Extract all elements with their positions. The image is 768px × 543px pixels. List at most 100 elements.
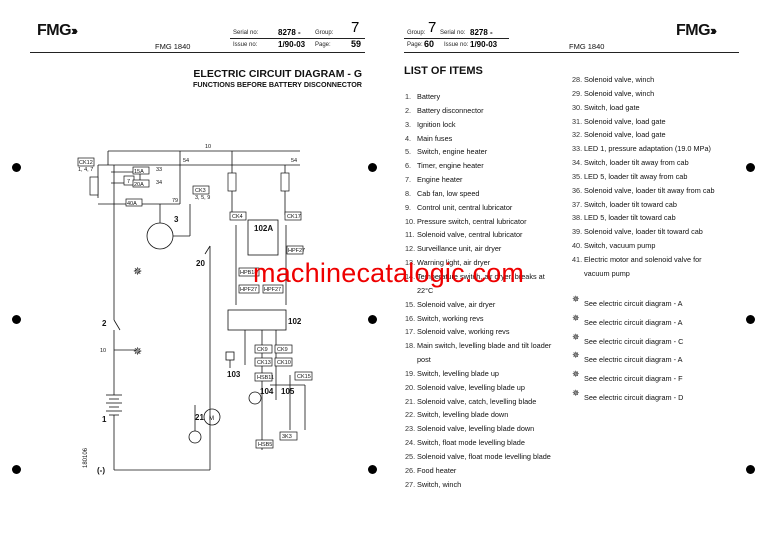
- group-label: Group:: [407, 30, 426, 36]
- connector-label: HSB5: [258, 442, 272, 448]
- binder-hole: [746, 465, 755, 474]
- binder-hole: [368, 465, 377, 474]
- connector-label: CK15: [297, 374, 311, 380]
- reference-text: See electric circuit diagram - A: [584, 317, 683, 327]
- reference-star-icon: ✵: [133, 346, 142, 358]
- item-number: 20.: [405, 382, 416, 392]
- page-number: 60: [424, 39, 435, 49]
- page-number: 59: [351, 39, 362, 49]
- reference-item: ✵ See electric circuit diagram - D: [572, 389, 757, 408]
- connector-label: CK10: [277, 360, 291, 366]
- item-text: Solenoid valve, central lubricator: [417, 230, 523, 240]
- reference-star-icon: ✵: [572, 331, 580, 342]
- item-number: 16.: [405, 313, 416, 323]
- item-number: 31.: [572, 116, 583, 126]
- list-item: 35.LED 5, loader tilt away from cab: [572, 170, 757, 184]
- item-text: LED 5, loader tilt away from cab: [584, 171, 688, 181]
- connector-label: CK17: [287, 214, 301, 220]
- circuit-diagram: ✵ ✵ CK12 1, 4, 7 CK3 3, 5, 9 CK4 CK17 HP…: [77, 144, 313, 475]
- item-text: Solenoid valve, loader tilt toward cab: [584, 227, 703, 237]
- item-text: Switch, levelling blade up: [417, 368, 499, 378]
- item-number: 40.: [572, 241, 583, 251]
- reference-text: See electric circuit diagram - D: [584, 392, 684, 402]
- item-number: 11.: [405, 230, 415, 240]
- list-title: LIST OF ITEMS: [404, 65, 483, 77]
- item-number: 27.: [405, 479, 416, 489]
- list-item: 13.Warning light, air dryer: [405, 256, 570, 270]
- reference-star-icon: ✵: [572, 350, 580, 361]
- list-item: 4.Main fuses: [405, 132, 570, 146]
- list-item: 14.Temperature switch, air dryer, breaks…: [405, 270, 570, 284]
- reference-star-icon: ✵: [572, 387, 580, 398]
- reference-item: ✵See electric circuit diagram - F: [572, 370, 757, 389]
- item-number: [572, 267, 584, 281]
- chevron-logo-icon: ›››: [71, 23, 78, 38]
- item-number: 38.: [572, 213, 583, 223]
- list-item: 27.Switch, winch: [405, 478, 570, 492]
- connector-label: CK3: [195, 188, 206, 194]
- component-20-label: 20: [196, 259, 205, 268]
- item-text: Solenoid valve, air dryer: [417, 299, 496, 309]
- list-item: 9.Control unit, central lubricator: [405, 201, 570, 215]
- reference-list: ✵See electric circuit diagram - A✵See el…: [572, 295, 757, 408]
- page-label: Page:: [407, 42, 423, 48]
- diagram-title: ELECTRIC CIRCUIT DIAGRAM - G: [193, 68, 362, 80]
- item-number: 41.: [572, 254, 583, 264]
- binder-hole: [746, 315, 755, 324]
- item-number: 7.: [405, 175, 412, 185]
- item-number: 37.: [572, 199, 583, 209]
- item-text: Solenoid valve, float mode levelling bla…: [417, 451, 551, 461]
- reference-item: ✵See electric circuit diagram - A: [572, 295, 757, 314]
- list-item: 7. Engine heater: [405, 173, 570, 187]
- connector-pins: 1, 4, 7: [78, 167, 93, 173]
- list-item: 28.Solenoid valve, winch: [572, 73, 757, 87]
- item-text: Solenoid valve, winch: [584, 88, 655, 98]
- item-number: 13.: [405, 258, 416, 268]
- serial-value: 8278 -: [470, 28, 493, 37]
- item-number: 3.: [405, 119, 412, 129]
- item-text: Ignition lock: [417, 119, 456, 129]
- item-text: Timer, engine heater: [417, 161, 484, 171]
- item-number: 39.: [572, 227, 583, 237]
- list-item: 12.Surveillance unit, air dryer: [405, 242, 570, 256]
- item-number: 25.: [405, 451, 416, 461]
- connector-label: HPF27: [264, 287, 281, 293]
- list-item: 5.Switch, engine heater: [405, 145, 570, 159]
- wire-number: 79: [172, 198, 178, 204]
- motor-symbol: M: [209, 416, 214, 422]
- item-number: 28.: [572, 75, 583, 84]
- list-item: 38.LED 5, loader tilt toward cab: [572, 211, 757, 225]
- item-text: Main switch, levelling blade and tilt lo…: [417, 341, 552, 351]
- list-item: 24.Switch, float mode levelling blade: [405, 436, 570, 450]
- list-item: 15.Solenoid valve, air dryer: [405, 298, 570, 312]
- item-text: Switch, load gate: [584, 102, 640, 112]
- item-text: Engine heater: [417, 175, 463, 185]
- fuse-label: 20A: [134, 182, 144, 188]
- item-text: 22°C: [417, 285, 434, 295]
- binder-hole: [12, 163, 21, 172]
- header-rule: [404, 52, 739, 53]
- list-item: 32.Solenoid valve, load gate: [572, 128, 757, 142]
- item-text: Solenoid valve, catch, levelling blade: [417, 396, 537, 406]
- component-1-label: 1: [102, 415, 107, 424]
- item-text: Temperature switch, air dryer, breaks at: [417, 271, 545, 281]
- model-name: FMG 1840: [155, 42, 191, 51]
- item-number: 33.: [572, 144, 583, 154]
- list-item: post: [405, 353, 570, 367]
- item-text: Switch, loader tilt toward cab: [584, 199, 677, 209]
- item-text: Battery: [417, 92, 441, 101]
- item-text: Cab fan, low speed: [417, 188, 480, 198]
- fmg-logo: FMG›››: [37, 22, 78, 39]
- wire-number: 10: [100, 348, 106, 354]
- list-item: 2.Battery disconnector: [405, 104, 570, 118]
- connector-label: 3K3: [282, 434, 292, 440]
- item-number: 9.: [405, 202, 412, 212]
- fuse-label: 15A: [134, 169, 144, 175]
- item-text: Switch, working revs: [417, 313, 484, 323]
- item-number: 35.: [572, 171, 583, 181]
- item-number: 2.: [405, 105, 412, 115]
- item-text: Switch, engine heater: [417, 147, 488, 157]
- item-text: post: [417, 355, 431, 365]
- reference-text: See electric circuit diagram - F: [584, 374, 683, 384]
- connector-label: HPF27: [288, 248, 305, 254]
